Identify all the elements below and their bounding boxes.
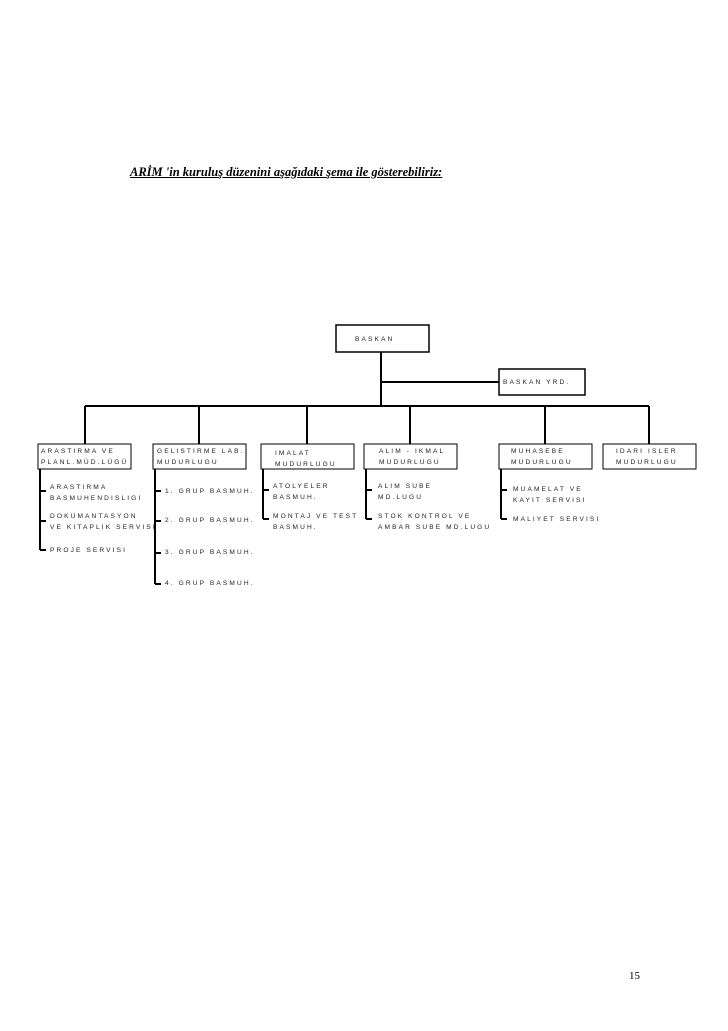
dept-title-procurement: ALIM - IKMAL MUDURLUGU bbox=[379, 446, 445, 468]
dept-title-line: MUDURLUGU bbox=[379, 459, 441, 466]
unit-line: KAYIT SERVISI bbox=[513, 497, 587, 504]
dept-title-administration: IDARI ISLER MUDURLUGU bbox=[616, 446, 678, 468]
unit-group-1: 1. GRUP BASMUH. bbox=[165, 486, 255, 497]
unit-cost-service: MALIYET SERVISI bbox=[513, 514, 600, 525]
unit-line: MD.LUGU bbox=[378, 494, 424, 501]
head-box bbox=[335, 324, 430, 353]
unit-line: STOK KONTROL VE bbox=[378, 513, 472, 520]
unit-line: MUAMELAT VE bbox=[513, 486, 583, 493]
dept-title-line: GELISTIRME LAB. bbox=[157, 448, 245, 455]
dept-title-line: ARASTIRMA VE bbox=[41, 448, 115, 455]
intro-heading: ARİM 'in kuruluş düzenini aşağıdaki şema… bbox=[130, 165, 443, 179]
unit-line: 3. GRUP BASMUH. bbox=[165, 549, 255, 556]
unit-group-3: 3. GRUP BASMUH. bbox=[165, 547, 255, 558]
unit-line: 1. GRUP BASMUH. bbox=[165, 488, 255, 495]
dept-title-line: MUHASEBE bbox=[511, 448, 565, 455]
deputy-label: BASKAN YRD. bbox=[503, 379, 571, 386]
dept-title-line: IMALAT bbox=[275, 450, 311, 457]
dept-title-accounting: MUHASEBE MUDURLUGU bbox=[511, 446, 573, 468]
dept-box-1 bbox=[37, 443, 132, 470]
unit-stock-warehouse: STOK KONTROL VE AMBAR SUBE MD.LUGU bbox=[378, 511, 491, 533]
dept-title-development-lab: GELISTIRME LAB. MUDURLUGU bbox=[157, 446, 245, 468]
unit-transactions-records: MUAMELAT VE KAYIT SERVISI bbox=[513, 484, 586, 506]
unit-documentation-library: DOKUMANTASYON VE KITAPLIK SERVISI bbox=[50, 511, 157, 533]
dept-title-line: MUDURLUGU bbox=[616, 459, 678, 466]
unit-purchasing-branch: ALIM SUBE MD.LUGU bbox=[378, 481, 432, 503]
dept-title-line: MUDURLUGU bbox=[511, 459, 573, 466]
unit-line: AMBAR SUBE MD.LUGU bbox=[378, 524, 492, 531]
unit-group-2: 2. GRUP BASMUH. bbox=[165, 515, 255, 526]
unit-group-4: 4. GRUP BASMUH. bbox=[165, 578, 255, 589]
dept-title-line: MUDURLUGU bbox=[275, 461, 337, 468]
unit-line: 4. GRUP BASMUH. bbox=[165, 580, 255, 587]
unit-line: ARASTIRMA bbox=[50, 484, 108, 491]
unit-project-service: PROJE SERVISI bbox=[50, 545, 127, 556]
unit-line: VE KITAPLIK SERVISI bbox=[50, 524, 157, 531]
unit-line: DOKUMANTASYON bbox=[50, 513, 138, 520]
dept-box-2 bbox=[152, 443, 247, 470]
dept-box-3 bbox=[260, 443, 355, 470]
dept-title-manufacturing: IMALAT MUDURLUGU bbox=[275, 448, 337, 470]
head-label: BASKAN bbox=[355, 336, 395, 343]
dept-title-line: IDARI ISLER bbox=[616, 448, 678, 455]
dept-title-line: MUDURLUGU bbox=[157, 459, 219, 466]
unit-line: 2. GRUP BASMUH. bbox=[165, 517, 255, 524]
unit-line: MONTAJ VE TEST bbox=[273, 513, 359, 520]
unit-workshops: ATOLYELER BASMUH. bbox=[273, 481, 330, 503]
unit-assembly-test: MONTAJ VE TEST BASMUH. bbox=[273, 511, 358, 533]
unit-research-engineering: ARASTIRMA BASMUHENDISLIGI bbox=[50, 482, 142, 504]
unit-line: PROJE SERVISI bbox=[50, 547, 128, 554]
dept-box-6 bbox=[602, 443, 697, 470]
dept-box-4 bbox=[363, 443, 458, 470]
unit-line: ALIM SUBE bbox=[378, 483, 433, 490]
page-number: 15 bbox=[629, 970, 640, 982]
unit-line: BASMUHENDISLIGI bbox=[50, 495, 143, 502]
unit-line: MALIYET SERVISI bbox=[513, 516, 601, 523]
unit-line: BASMUH. bbox=[273, 494, 318, 501]
dept-title-research: ARASTIRMA VE PLANL.MÜD.LÜGÜ bbox=[41, 446, 128, 468]
unit-line: ATOLYELER bbox=[273, 483, 330, 490]
dept-box-5 bbox=[498, 443, 593, 470]
deputy-box bbox=[498, 368, 586, 396]
dept-title-line: ALIM - IKMAL bbox=[379, 448, 446, 455]
dept-title-line: PLANL.MÜD.LÜGÜ bbox=[41, 459, 129, 466]
unit-line: BASMUH. bbox=[273, 524, 318, 531]
